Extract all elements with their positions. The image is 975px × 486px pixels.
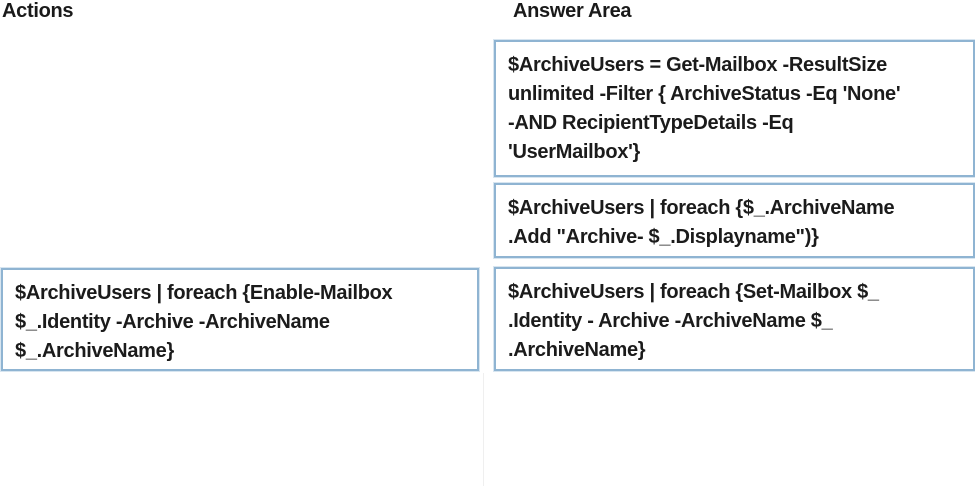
answer-tile-archivename-add[interactable]: $ArchiveUsers | foreach {$_.ArchiveName … — [494, 183, 975, 258]
answer-tile-set-mailbox[interactable]: $ArchiveUsers | foreach {Set-Mailbox $_ … — [494, 267, 975, 371]
answer-tile-get-mailbox-filter[interactable]: $ArchiveUsers = Get-Mailbox -ResultSize … — [494, 40, 975, 177]
action-tile-enable-mailbox[interactable]: $ArchiveUsers | foreach {Enable-Mailbox … — [1, 268, 479, 371]
answer-tile-text: $ArchiveUsers = Get-Mailbox -ResultSize … — [508, 54, 901, 163]
action-tile-text: $ArchiveUsers | foreach {Enable-Mailbox … — [15, 282, 393, 362]
actions-column-heading: Actions — [2, 0, 74, 22]
answer-tile-text: $ArchiveUsers | foreach {Set-Mailbox $_ … — [508, 281, 879, 361]
answer-tile-text: $ArchiveUsers | foreach {$_.ArchiveName … — [508, 197, 895, 248]
answer-area-heading: Answer Area — [513, 0, 632, 22]
column-divider — [483, 373, 484, 486]
